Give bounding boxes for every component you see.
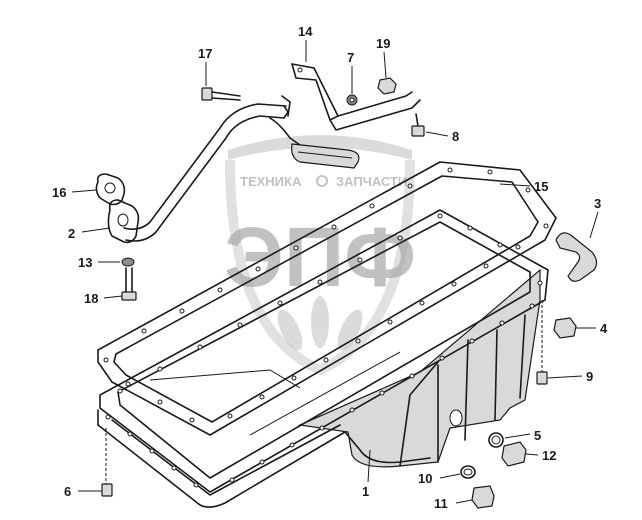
- leader-11: [455, 499, 473, 504]
- oil-pan-drain-port: [449, 409, 463, 427]
- oil-pan-edge: [519, 314, 526, 399]
- gasket-outer: [97, 161, 557, 436]
- support-bracket-hole: [297, 67, 303, 73]
- callout-8: 8: [452, 129, 459, 144]
- callout-5: 5: [534, 428, 541, 443]
- leader-9: [547, 375, 583, 379]
- plug-body: [471, 485, 495, 509]
- callout-15: 15: [534, 179, 548, 194]
- bolt-head: [536, 371, 548, 385]
- leader-3: [589, 211, 599, 239]
- oil-pan-edge: [464, 339, 469, 441]
- callout-10: 10: [418, 471, 432, 486]
- washer-13: [121, 257, 135, 267]
- plug-body: [553, 317, 577, 339]
- callout-7: 7: [347, 50, 354, 65]
- support-bracket: [291, 63, 421, 131]
- callout-4: 4: [600, 321, 608, 336]
- oil-pan: [97, 209, 549, 508]
- oil-pan-lower-flange: [97, 424, 431, 508]
- drain-plug-body: [501, 441, 527, 467]
- leader-18: [103, 295, 123, 299]
- watermark-text-left: ТЕХНИКА: [240, 174, 302, 189]
- o-ring-10: [460, 465, 476, 479]
- callout-9: 9: [586, 369, 593, 384]
- leader-19: [383, 51, 387, 79]
- callout-labels: 1 2 3 4 5 6 7 8 9 10 11 12 13 14 15 16 1…: [52, 24, 608, 511]
- callout-1: 1: [362, 484, 369, 499]
- watermark-shield: [225, 159, 415, 376]
- oil-pan-inner-edge: [111, 419, 341, 496]
- callout-18: 18: [84, 291, 98, 306]
- leader-15: [499, 183, 531, 187]
- callout-12: 12: [542, 448, 556, 463]
- nut-19: [377, 77, 397, 95]
- pickup-tube-lower: [125, 115, 285, 242]
- gasket: [97, 161, 557, 436]
- hose-body: [555, 232, 598, 282]
- support-bracket-edge: [329, 115, 339, 121]
- bolt-18: [121, 267, 137, 301]
- watermark: ТЕХНИКА ЗАПЧАСТИ ЭПФ: [224, 135, 416, 376]
- leader-1: [367, 449, 371, 483]
- pickup-tube-neck: [269, 117, 301, 146]
- callout-11: 11: [434, 496, 448, 511]
- drain-plug-12: [501, 441, 527, 467]
- oil-strainer-rib: [297, 151, 353, 159]
- callout-13: 13: [78, 255, 92, 270]
- oil-pickup-tube: [95, 95, 360, 244]
- watermark-logo: ЭПФ: [224, 210, 416, 304]
- oil-strainer: [291, 143, 360, 169]
- gasket-inner: [113, 175, 539, 423]
- callout-17: 17: [198, 46, 212, 61]
- oil-pan-edge: [494, 329, 498, 421]
- bolt-head: [101, 483, 113, 497]
- oil-pan-upper-flange: [99, 209, 549, 493]
- plug-4: [553, 317, 577, 339]
- leader-5: [504, 433, 531, 439]
- bolt-8: [411, 113, 425, 137]
- bolt-shank: [125, 267, 133, 293]
- bolt-6: [101, 428, 113, 497]
- leader-lines: [71, 40, 599, 504]
- callout-16: 16: [52, 185, 66, 200]
- bolt-head: [201, 87, 213, 101]
- oil-pan-edge: [399, 361, 439, 467]
- bolt-9: [536, 300, 548, 385]
- leader-8: [425, 131, 449, 137]
- leader-10: [439, 473, 461, 479]
- leader-2: [81, 227, 111, 233]
- pickup-tube-flange: [107, 199, 140, 244]
- pickup-tube-bracket: [281, 95, 291, 117]
- pickup-tube-upper: [123, 103, 287, 230]
- bolt-17: [201, 87, 241, 101]
- watermark-gear-icon: [316, 175, 328, 187]
- oil-pan-baffle: [149, 369, 301, 389]
- leader-12: [525, 453, 539, 456]
- o-ring-5: [488, 432, 504, 448]
- bolt-shank: [211, 91, 241, 101]
- flange-gasket-port: [104, 182, 116, 194]
- bolt-head: [411, 125, 425, 137]
- leader-16: [71, 189, 97, 193]
- callout-19: 19: [376, 36, 390, 51]
- gasket-bolt-holes: [103, 167, 549, 423]
- hose-3: [555, 232, 598, 282]
- callout-6: 6: [64, 484, 71, 499]
- bolt-head: [121, 291, 137, 301]
- bolt-shank: [415, 113, 419, 127]
- oil-pan-baffle: [249, 351, 401, 436]
- watermark-text-right: ЗАПЧАСТИ: [336, 174, 407, 189]
- plug-11: [471, 485, 495, 509]
- watermark-wheat-icon: [277, 296, 363, 351]
- oil-pan-bolt-holes: [105, 213, 543, 488]
- flange-gasket: [95, 173, 126, 206]
- callout-2: 2: [68, 226, 75, 241]
- callout-3: 3: [594, 196, 601, 211]
- callout-14: 14: [298, 24, 313, 39]
- pickup-tube-flange-port: [117, 213, 129, 227]
